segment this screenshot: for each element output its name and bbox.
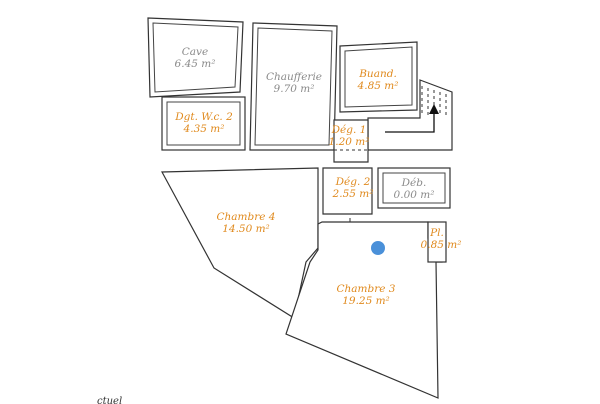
room-pl[interactable]: Pl. 0.85 m² [421, 221, 462, 263]
room-chambre3-area: 19.25 m² [342, 295, 390, 307]
room-deg1-area: 1.20 m² [329, 136, 370, 148]
room-chaufferie-area: 9.70 m² [274, 83, 315, 95]
room-pl-name: Pl. [429, 227, 444, 239]
room-dgt-wc2-name: Dgt. W.c. 2 [174, 111, 233, 123]
room-dgt-wc2[interactable]: Dgt. W.c. 2 4.35 m² [161, 96, 246, 151]
room-chaufferie[interactable]: Chaufferie 9.70 m² [249, 22, 338, 151]
location-dot-icon[interactable] [371, 241, 385, 255]
room-chaufferie-name: Chaufferie [266, 71, 322, 83]
room-pl-area: 0.85 m² [421, 239, 462, 251]
room-deg2-area: 2.55 m² [332, 188, 374, 200]
room-chambre4-name: Chambre 4 [217, 211, 276, 223]
room-cave[interactable]: Cave 6.45 m² [147, 17, 244, 98]
room-cave-area: 6.45 m² [175, 58, 216, 70]
room-chambre4-area: 14.50 m² [222, 223, 270, 235]
room-chambre4[interactable]: Chambre 4 14.50 m² [161, 167, 319, 319]
room-buand[interactable]: Buand. 4.85 m² [339, 41, 418, 113]
room-buand-name: Buand. [358, 68, 397, 80]
room-buand-area: 4.85 m² [357, 80, 399, 92]
room-chambre3-name: Chambre 3 [337, 283, 396, 295]
room-dgt-wc2-area: 4.35 m² [183, 123, 225, 135]
room-deb-name: Déb. [401, 177, 427, 189]
footer-partial-text: ctuel [97, 396, 122, 404]
room-deg1[interactable]: Dég. 1 1.20 m² [329, 119, 370, 163]
room-deb[interactable]: Déb. 0.00 m² [377, 167, 451, 209]
room-deg1-name: Dég. 1 [331, 124, 367, 136]
room-cave-name: Cave [182, 46, 208, 58]
room-deg2[interactable]: Dég. 2 2.55 m² [322, 167, 374, 215]
room-deg2-name: Dég. 2 [335, 176, 371, 188]
room-deb-area: 0.00 m² [394, 189, 435, 201]
stairs-arrow-icon [385, 104, 439, 133]
